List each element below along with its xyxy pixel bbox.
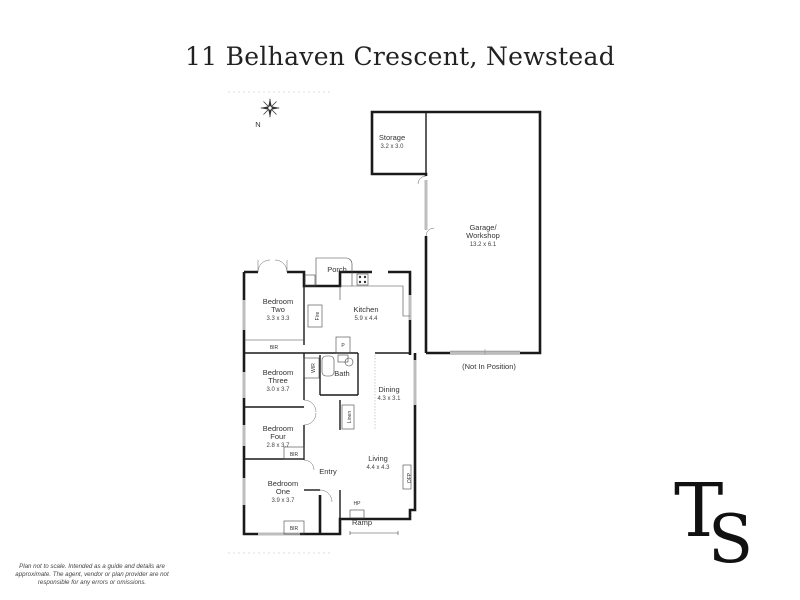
bath-label: Bath <box>334 369 349 378</box>
entry-label: Entry <box>319 467 337 476</box>
bir-four-label: BIR <box>290 452 299 458</box>
bedroom-two-dims: 3.3 x 3.3 <box>266 316 290 322</box>
living-dims: 4.4 x 4.3 <box>366 465 390 471</box>
garage-note: (Not In Position) <box>462 362 516 371</box>
bedroom-three-label-line2: Three <box>268 376 288 385</box>
bedroom-three-label-line1: Bedroom <box>263 368 293 377</box>
bedroom-one-dims: 3.9 x 3.7 <box>271 498 295 504</box>
bir-one-label: BIR <box>290 526 299 532</box>
bedroom-four-label-line1: Bedroom <box>263 424 293 433</box>
disclaimer-text: Plan not to scale. Intended as a guide a… <box>15 563 169 586</box>
garage-dims: 13.2 x 6.1 <box>470 242 497 248</box>
bedroom-four-label-line2: Four <box>270 432 286 441</box>
storage-label: Storage <box>379 133 405 142</box>
dining-dims: 4.3 x 3.1 <box>377 396 401 402</box>
fire-label: Fire <box>315 311 321 320</box>
storage-dims: 3.2 x 3.0 <box>380 144 404 150</box>
bedroom-one-label-line2: One <box>276 487 290 496</box>
ofp-label: OFP <box>407 472 413 483</box>
pantry-label: P <box>341 343 345 349</box>
page-title: 11 Belhaven Crescent, Newstead <box>184 42 616 71</box>
linen-label: Linen <box>347 411 353 423</box>
kitchen-label: Kitchen <box>353 305 378 314</box>
living-label: Living <box>368 454 388 463</box>
garage-structure <box>370 110 542 355</box>
logo-text-s: S <box>708 501 753 566</box>
house-structure <box>242 257 417 536</box>
ts-logo: T S <box>674 476 753 566</box>
bedroom-one-label-line1: Bedroom <box>268 479 298 488</box>
bedroom-four-dims: 2.8 x 3.7 <box>266 443 290 449</box>
garage-label-line2: Workshop <box>466 231 500 240</box>
garage-label-line1: Garage/ <box>469 223 497 232</box>
kitchen-dims: 5.9 x 4.4 <box>354 316 378 322</box>
bedroom-two-label-line1: Bedroom <box>263 297 293 306</box>
ramp-label: Ramp <box>352 518 372 527</box>
hp-label: HP <box>354 501 362 507</box>
bedroom-two-label-line2: Two <box>271 305 285 314</box>
bedroom-three-dims: 3.0 x 3.7 <box>266 387 290 393</box>
compass-north-label: N <box>255 120 260 129</box>
dining-label: Dining <box>378 385 399 394</box>
compass-rose-icon <box>260 98 280 118</box>
porch-label: Porch <box>327 265 347 274</box>
wir-label: WIR <box>311 363 317 373</box>
logo-text-t: T <box>674 476 723 554</box>
bir-two-label: BIR <box>270 345 279 351</box>
